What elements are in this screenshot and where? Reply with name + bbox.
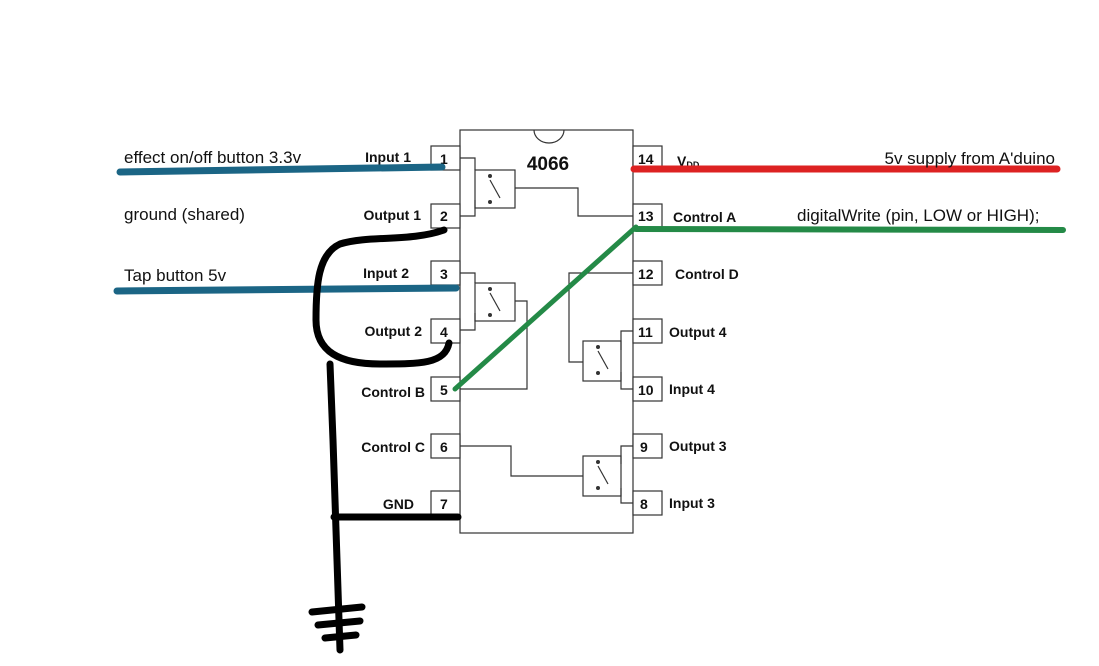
switch-3-blade: [597, 465, 609, 485]
pin-11-label: Output 4: [669, 324, 727, 340]
switch-3-box: [582, 455, 622, 497]
pin-14-number: 14: [638, 151, 654, 167]
pin-13-number: 13: [638, 208, 654, 224]
pin-2-label: Output 1: [363, 207, 421, 223]
pin-14-label: VDD: [677, 153, 700, 170]
pin-5-label: Control B: [361, 384, 425, 400]
pin-11-number: 11: [638, 324, 653, 340]
switch-4-control: [568, 272, 633, 363]
pin-10-number: 10: [638, 382, 654, 398]
pin-9-label: Output 3: [669, 438, 727, 454]
pin-9-number: 9: [640, 439, 648, 455]
black-wire-ground-trunk: [326, 360, 344, 654]
pin-12-number: 12: [638, 266, 654, 282]
switch-3-wire-out: [620, 445, 633, 464]
ground-line-3: [321, 631, 360, 642]
pin-5-number: 5: [440, 382, 448, 398]
note-ground-shared: ground (shared): [124, 205, 245, 224]
switch-1-contact-top: [488, 174, 492, 178]
blue-wire-effect-button: [116, 163, 446, 176]
pin-7-box: [430, 490, 461, 516]
pin-14-label-sub: DD: [686, 160, 699, 170]
pin-6-number: 6: [440, 439, 448, 455]
pin-12-box: [632, 260, 663, 286]
switch-3-control: [460, 445, 583, 477]
hand-drawn-wires: [113, 163, 1066, 654]
pin-8-label: Input 3: [669, 495, 715, 511]
left-pins: 1 2 3 4 5 6 7 Input 1 Output 1 Input 2 O…: [361, 145, 461, 516]
switch-2-contact-top: [488, 287, 492, 291]
black-wire-output-loop: [312, 226, 453, 368]
switch-4-blade: [597, 350, 609, 370]
pin-14-label-main: V: [677, 153, 687, 169]
pin-3-number: 3: [440, 266, 448, 282]
ic-notch: [533, 129, 565, 144]
internal-wiring: [460, 157, 633, 504]
pin-7-number: 7: [440, 496, 448, 512]
pin-8-number: 8: [640, 496, 648, 512]
switch-4-contact-top: [596, 345, 600, 349]
switch-3-contact-top: [596, 460, 600, 464]
pin-1-number: 1: [440, 151, 448, 167]
pin-8-box: [632, 490, 663, 516]
chip-name: 4066: [527, 154, 569, 175]
switch-1-control: [515, 187, 633, 217]
pin-13-label: Control A: [673, 209, 736, 225]
switch-2-blade: [489, 292, 501, 312]
switch-4-box: [582, 340, 622, 382]
switch-1-wire-out: [460, 200, 476, 217]
ground-line-1: [308, 603, 366, 616]
pin-7-label: GND: [383, 496, 414, 512]
note-effect-button: effect on/off button 3.3v: [124, 148, 302, 167]
switch-2-contact-bottom: [488, 313, 492, 317]
ground-line-2: [314, 617, 364, 629]
switch-1-contact-bottom: [488, 200, 492, 204]
switch-4-wire-out: [620, 330, 633, 350]
switch-2-wire-out: [460, 313, 476, 331]
pin-6-label: Control C: [361, 439, 425, 455]
green-wire-control-b-to-a: [452, 224, 639, 392]
pin-4-box: [430, 318, 461, 344]
note-digital-write: digitalWrite (pin, LOW or HIGH);: [797, 206, 1039, 225]
right-pins: 14 13 12 11 10 9 8 VDD Control A Control…: [632, 145, 739, 516]
switch-2-wire-in: [460, 272, 476, 283]
annotations: effect on/off button 3.3v ground (shared…: [124, 148, 1055, 285]
pin-10-label: Input 4: [669, 381, 715, 397]
pin-4-label: Output 2: [364, 323, 422, 339]
pin-4-number: 4: [440, 324, 448, 340]
note-tap-button: Tap button 5v: [124, 266, 227, 285]
blue-wire-tap-button: [113, 284, 460, 295]
pin-3-label: Input 2: [363, 265, 409, 281]
pin-2-number: 2: [440, 208, 448, 224]
pin-1-label: Input 1: [365, 149, 411, 165]
switch-1-wire-in: [460, 157, 476, 170]
switch-4-wire-in: [620, 372, 633, 390]
green-wire-digitalwrite: [633, 226, 1066, 233]
switch-3-wire-in: [620, 488, 633, 504]
switch-2-control: [460, 300, 528, 390]
ground-symbol: [308, 603, 366, 642]
note-supply: 5v supply from A'duino: [884, 149, 1055, 168]
switch-3-contact-bottom: [596, 486, 600, 490]
switch-1-blade: [489, 179, 501, 199]
switch-4-contact-bottom: [596, 371, 600, 375]
pin-12-label: Control D: [675, 266, 739, 282]
pin-9-box: [632, 433, 663, 459]
